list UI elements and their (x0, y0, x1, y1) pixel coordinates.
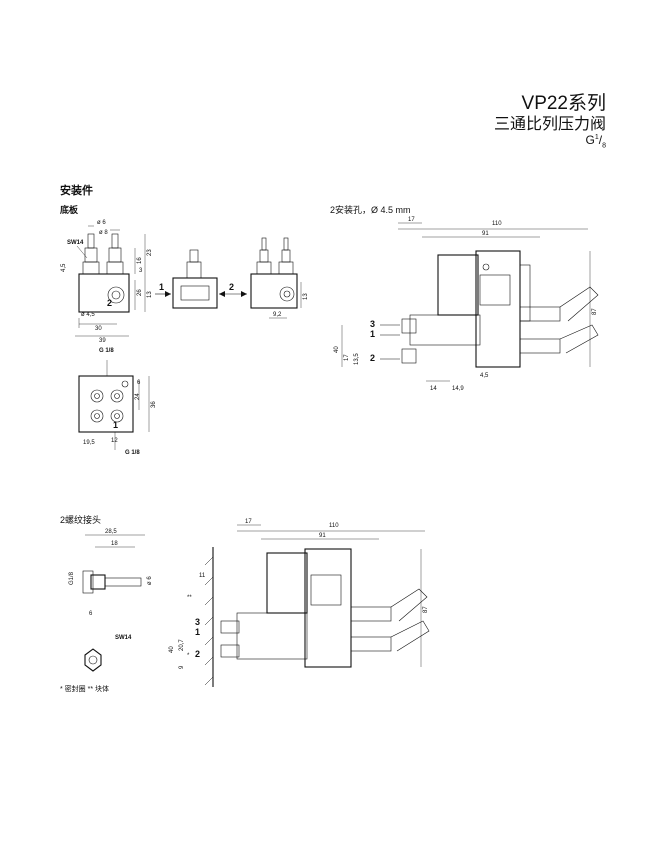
fitting-drawing: 28,5 18 G1/8 ø 6 6 SW14 (69, 529, 153, 672)
dim-w92: 9,2 (273, 312, 282, 318)
arrow-2-label: 2 (229, 282, 234, 292)
bot-dim-11: 11 (199, 573, 206, 579)
top-dim-135: 13,5 (354, 353, 360, 365)
bot-dim-40: 40 (169, 646, 175, 653)
dim-v24: 24 (135, 393, 141, 400)
bot-dim-110: 110 (329, 523, 339, 529)
section-accessories-title: 安装件 (60, 185, 93, 197)
baseplate-drawing: ø 6 ø 8 SW14 4,5 16 23 26 13 3 2 ø 4,5 3… (61, 220, 309, 456)
fit-dim-285: 28,5 (105, 529, 117, 535)
dim-sw14: SW14 (67, 240, 84, 246)
dim-h12: 12 (111, 438, 118, 444)
fit-dim-d6: ø 6 (147, 576, 153, 585)
bot-dim-91: 91 (319, 533, 326, 539)
top-dim-40: 40 (334, 346, 340, 353)
fit-dim-sw14: SW14 (115, 635, 132, 641)
top-dim-14: 14 (430, 386, 437, 392)
dim-d8: ø 8 (99, 230, 108, 236)
dim-w30: 30 (95, 326, 102, 332)
dim-d6: ø 6 (97, 220, 106, 226)
bot-dim-87: 87 (423, 606, 429, 613)
valve-top-drawing: 17 110 91 87 40 17 13,5 3 1 2 14 14,9 4,… (334, 217, 599, 392)
port-1b-label: 1 (113, 420, 118, 430)
top-dim-17: 17 (408, 217, 415, 223)
bot-dim-9: 9 (179, 665, 185, 669)
dim-v23: 23 (147, 249, 153, 256)
thread-num: 1 (594, 134, 599, 141)
dim-v45: 4,5 (61, 263, 67, 272)
dim-g18-top: G 1/8 (99, 348, 114, 354)
baseplate-label: 底板 (60, 205, 79, 215)
top-port-1: 1 (370, 329, 375, 339)
valve-bottom-drawing: 17 110 91 11 ** * 87 40 20,7 9 3 1 2 (169, 519, 430, 687)
bot-star2: ** (187, 595, 192, 601)
bot-port-2: 2 (195, 649, 200, 659)
dim-v13: 13 (147, 291, 153, 298)
top-dim-17v: 17 (344, 354, 350, 361)
bot-dim-207: 20,7 (179, 639, 185, 651)
thread-size: G1/8 (585, 133, 607, 150)
arrow-1-label: 1 (159, 282, 164, 292)
product-subtitle: 三通比列压力阀 (493, 116, 606, 133)
bot-port-3: 3 (195, 617, 200, 627)
dim-w39: 39 (99, 338, 106, 344)
bot-port-1: 1 (195, 627, 200, 637)
top-port-3: 3 (370, 319, 375, 329)
dim-g18-bottom: G 1/8 (125, 450, 140, 456)
section-fittings-title: 2螺纹接头 (60, 515, 102, 525)
dim-d45: ø 4,5 (81, 312, 95, 318)
dim-h195: 19,5 (83, 440, 95, 446)
dim-v16: 16 (137, 257, 143, 264)
fit-dim-6: 6 (89, 611, 93, 617)
fit-dim-g18: G1/8 (69, 571, 75, 585)
top-dim-45: 4,5 (480, 373, 489, 379)
dim-v3: 3 (139, 268, 143, 274)
dim-v26: 26 (137, 289, 143, 296)
thread-base: G (585, 133, 595, 147)
dim-v6: 6 (137, 380, 141, 386)
fit-dim-18: 18 (111, 541, 118, 547)
mounting-holes-label: 2安装孔，Ø 4.5 mm (330, 205, 411, 215)
top-dim-110: 110 (492, 221, 502, 227)
top-dim-91: 91 (482, 231, 489, 237)
bot-star1: * (187, 653, 190, 659)
series-title: VP22系列 (521, 93, 606, 114)
thread-den: 8 (602, 142, 606, 150)
top-dim-149: 14,9 (452, 386, 464, 392)
dim-w13: 13 (303, 293, 309, 300)
dim-v36: 36 (151, 401, 157, 408)
legend-note: * 密封圈 ** 块体 (60, 686, 110, 693)
top-dim-87: 87 (592, 308, 598, 315)
top-port-2: 2 (370, 353, 375, 363)
port-2-label: 2 (107, 298, 112, 308)
bot-dim-17: 17 (245, 519, 252, 525)
